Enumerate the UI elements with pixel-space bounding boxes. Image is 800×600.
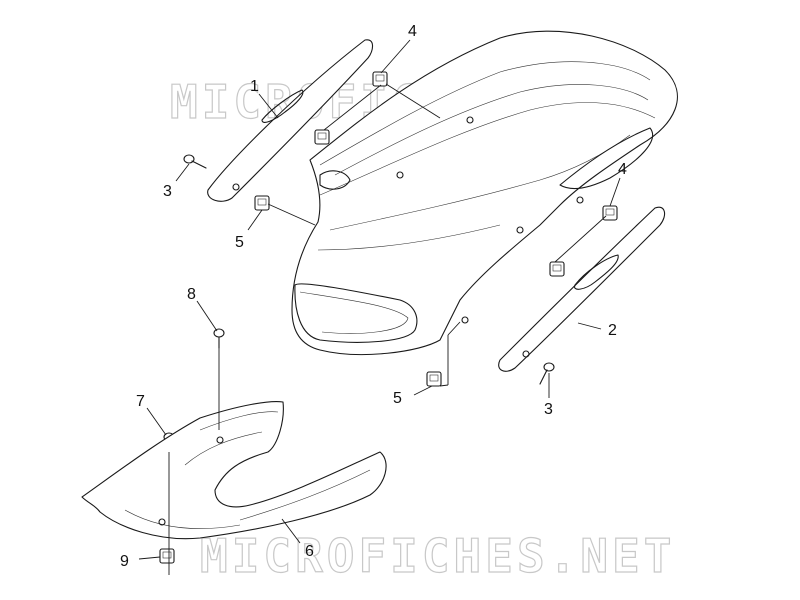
screw-8 bbox=[213, 328, 225, 349]
callout-8: 8 bbox=[187, 286, 196, 303]
clip-5-left bbox=[254, 195, 270, 211]
callout-5-left: 5 bbox=[235, 234, 244, 251]
clip-4-top-b bbox=[314, 129, 330, 145]
callout-1: 1 bbox=[250, 78, 259, 95]
clip-5-bottom bbox=[426, 371, 442, 387]
clip-4-top-a bbox=[372, 71, 388, 87]
callout-6: 6 bbox=[305, 543, 314, 560]
leader-lines bbox=[138, 39, 621, 575]
lower-cover bbox=[81, 401, 387, 540]
screw-3-right bbox=[539, 362, 555, 385]
watermark-bottom: MICROFICHES.NET bbox=[200, 529, 675, 583]
screw-3-left bbox=[183, 154, 207, 169]
clip-9 bbox=[159, 548, 175, 564]
clip-4-right-b bbox=[549, 261, 565, 277]
side-panel-right bbox=[498, 206, 666, 372]
callout-4-right: 4 bbox=[618, 161, 627, 178]
callout-5-bottom: 5 bbox=[393, 390, 402, 407]
callout-2: 2 bbox=[608, 322, 617, 339]
callout-4-top: 4 bbox=[408, 23, 417, 40]
callout-3-left: 3 bbox=[163, 183, 172, 200]
side-panel-left bbox=[207, 39, 374, 202]
rear-body-cover bbox=[291, 30, 678, 356]
callout-labels: 1 2 3 3 4 4 5 5 6 7 8 9 bbox=[120, 23, 627, 570]
callout-7: 7 bbox=[136, 393, 145, 410]
callout-3-right: 3 bbox=[544, 401, 553, 418]
callout-9: 9 bbox=[120, 553, 129, 570]
clip-4-right-a bbox=[602, 205, 618, 221]
